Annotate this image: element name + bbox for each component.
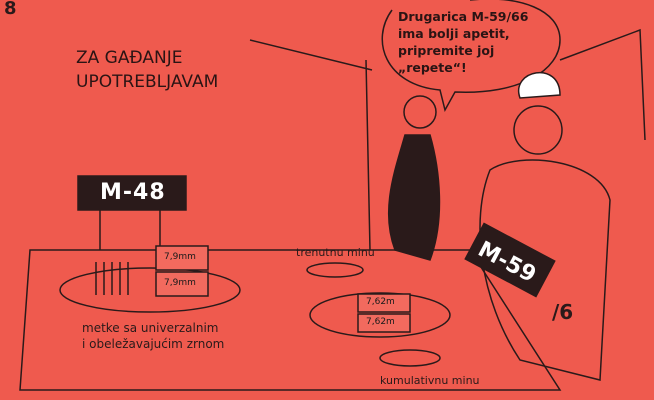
- plate-left: [59, 267, 241, 313]
- caption-ammo: metke sa univerzalnim i obeležavajućim z…: [82, 320, 224, 352]
- bubble-line: „repete“!: [398, 60, 467, 75]
- table: [19, 249, 562, 391]
- bubble-line: pripremite joj: [398, 43, 495, 58]
- box-label: 7,62m: [366, 297, 395, 307]
- page-title: ZA GAĐANJE UPOTREBLJAVAM: [76, 46, 218, 94]
- caption-line: metke sa univerzalnim: [82, 321, 219, 335]
- plate-right: [309, 292, 451, 338]
- sign-m59: [464, 222, 556, 298]
- box-label: 7,9mm: [164, 278, 196, 288]
- chef-head: [513, 105, 563, 155]
- bubble-line: ima bolji apetit,: [398, 26, 510, 41]
- speech-bubble-text: Drugarica M-59/66 ima bolji apetit, prip…: [398, 8, 528, 76]
- sign-m48: [77, 175, 187, 211]
- title-line: UPOTREBLJAVAM: [76, 72, 219, 92]
- caption-line: i obeležavajućim zrnom: [82, 337, 225, 351]
- caption-mine-bottom: kumulativnu minu: [380, 374, 480, 387]
- waitress-head: [403, 95, 437, 129]
- box-label: 7,9mm: [164, 252, 196, 262]
- title-line: ZA GAĐANJE: [76, 48, 183, 68]
- wall-line: [249, 28, 646, 251]
- bubble-line: Drugarica M-59/66: [398, 9, 529, 24]
- caption-mine-top: trenutnu minu: [296, 246, 375, 259]
- box-label: 7,62m: [366, 317, 395, 327]
- sign-label-suffix: /6: [552, 300, 574, 324]
- sign-label-m48: M-48: [100, 180, 166, 205]
- page-number: 8: [4, 0, 17, 19]
